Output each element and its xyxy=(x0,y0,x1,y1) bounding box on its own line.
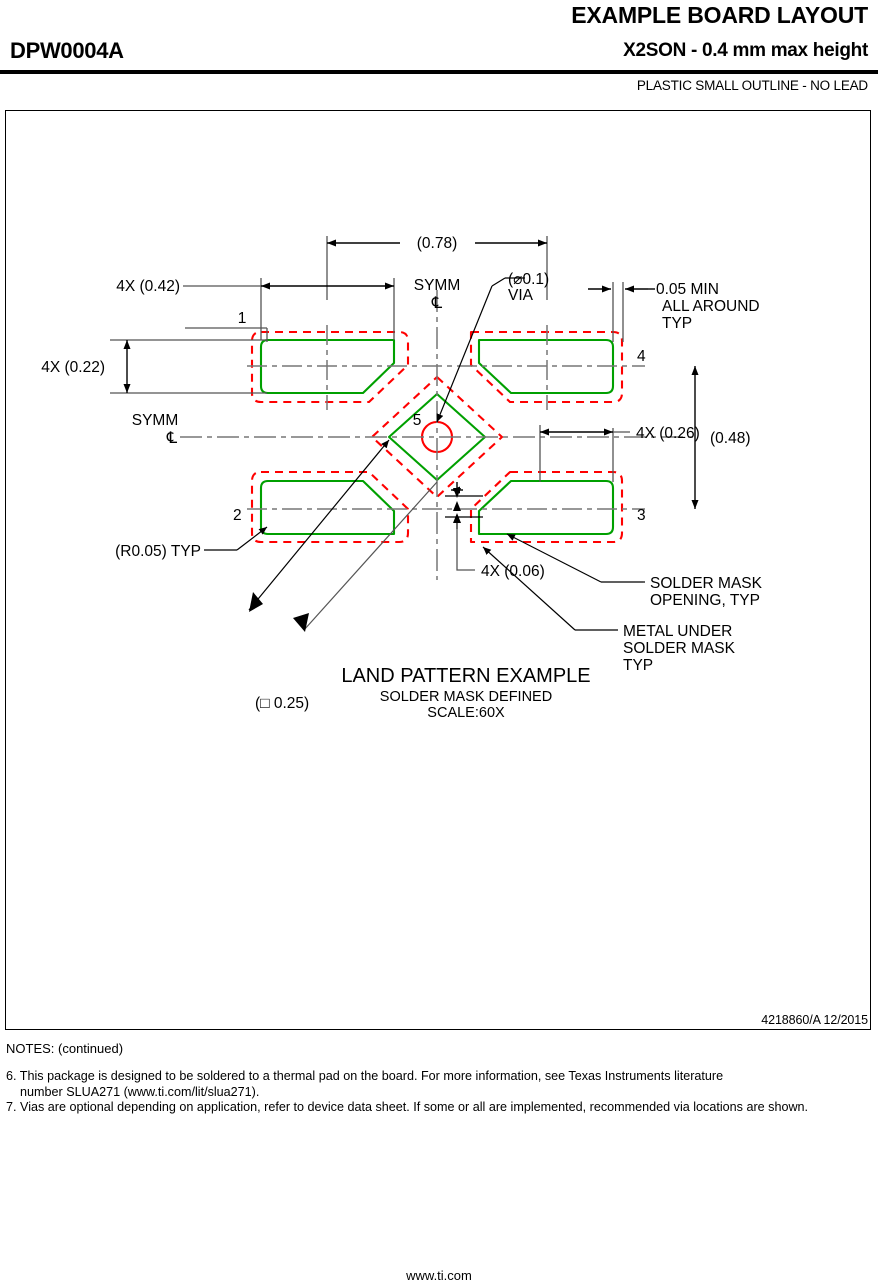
metal-under-line3: TYP xyxy=(623,657,653,674)
document-number: 4218860/A 12/2015 xyxy=(761,1013,868,1027)
pin-5-label: 5 xyxy=(413,412,422,429)
note-text: Vias are optional depending on applicati… xyxy=(20,1100,809,1114)
symm-left-centerline-glyph: ℄ xyxy=(166,430,178,447)
mask-clearance-line2: ALL AROUND xyxy=(662,298,760,315)
dimension-pad-height: 4X (0.22) xyxy=(41,339,267,394)
dim-pad-height-label: 4X (0.22) xyxy=(41,359,105,376)
package-code: DPW0004A xyxy=(10,38,124,63)
pin-1-leader: 1 xyxy=(185,310,268,342)
mask-clearance-line3: TYP xyxy=(662,315,692,332)
pad-3-group xyxy=(469,470,624,544)
solder-mask-outline-1 xyxy=(250,330,410,404)
pad-4-group xyxy=(469,330,624,404)
solder-mask-outline-2 xyxy=(250,470,410,544)
note-item: 7. Vias are optional depending on applic… xyxy=(6,1100,878,1116)
pin-1-label: 1 xyxy=(238,310,247,327)
metal-pad-3 xyxy=(477,479,615,536)
thermal-pad-size-callout: (□ 0.25) xyxy=(248,439,438,712)
metal-under-line2: SOLDER MASK xyxy=(623,640,736,657)
solder-mask-opening-line2: OPENING, TYP xyxy=(650,592,760,609)
note-text-continued: number SLUA271 (www.ti.com/lit/slua271). xyxy=(20,1084,260,1099)
solder-mask-outline-5 xyxy=(370,375,504,499)
metal-pad-2 xyxy=(259,479,396,536)
via-label-line2: VIA xyxy=(508,287,534,304)
metal-pad-1 xyxy=(259,338,396,395)
note-number: 6. xyxy=(6,1069,17,1083)
caption-main: LAND PATTERN EXAMPLE xyxy=(341,665,590,687)
dim-pad-pitch-x-label: 4X (0.26) xyxy=(636,425,700,442)
solder-mask-opening-callout: SOLDER MASK OPENING, TYP xyxy=(506,533,763,609)
package-subtitle: PLASTIC SMALL OUTLINE - NO LEAD xyxy=(636,78,868,93)
metal-under-line1: METAL UNDER xyxy=(623,623,732,640)
via-label-line1: (⌀0.1) xyxy=(508,271,549,288)
solder-mask-opening-line1: SOLDER MASK xyxy=(650,575,763,592)
dimension-pad-width: 4X (0.42) xyxy=(116,278,395,340)
pad-2-group xyxy=(250,470,410,544)
symm-left-label: SYMM xyxy=(132,412,179,429)
dim-pad-width-label: 4X (0.42) xyxy=(116,278,180,295)
dimension-small-gap: 4X (0.06) xyxy=(445,482,545,580)
pin-2-label: 2 xyxy=(233,507,242,524)
metal-under-mask-callout: METAL UNDER SOLDER MASK TYP xyxy=(482,546,736,674)
solder-mask-outline-3 xyxy=(469,470,624,544)
radius-typ-label: (R0.05) TYP xyxy=(115,543,201,560)
mask-clearance-line1: 0.05 MIN xyxy=(656,281,719,298)
radius-callout: (R0.05) TYP xyxy=(115,526,268,560)
pad-1-group xyxy=(250,330,410,404)
thermal-pad-size-label: (□ 0.25) xyxy=(255,695,309,712)
symm-left-label-group: SYMM ℄ xyxy=(132,412,179,447)
centerlines xyxy=(180,290,695,580)
dimension-overall-height: (0.48) xyxy=(691,366,751,509)
notes-heading: NOTES: (continued) xyxy=(6,1041,124,1056)
symm-top-label-group: SYMM ℄ xyxy=(414,277,461,312)
metal-pad-4 xyxy=(477,338,615,395)
symm-top-label: SYMM xyxy=(414,277,461,294)
package-description: X2SON - 0.4 mm max height xyxy=(623,40,868,61)
caption-sub: SOLDER MASK DEFINED xyxy=(380,689,552,705)
page-title: EXAMPLE BOARD LAYOUT xyxy=(571,2,868,28)
note-number: 7. xyxy=(6,1100,17,1114)
dim-overall-width-label: (0.78) xyxy=(417,235,458,252)
dimension-mask-clearance: 0.05 MIN ALL AROUND TYP xyxy=(588,281,760,342)
dimension-pad-pitch-x: 4X (0.26) xyxy=(539,425,700,482)
note-text: This package is designed to be soldered … xyxy=(19,1069,724,1083)
pin-3-label: 3 xyxy=(637,507,646,524)
drawing-frame xyxy=(5,110,871,1030)
header-divider xyxy=(0,70,878,74)
pin-4-label: 4 xyxy=(637,348,646,365)
caption-scale: SCALE:60X xyxy=(427,705,505,721)
symm-top-centerline-glyph: ℄ xyxy=(431,295,443,312)
note-item: 6. This package is designed to be solder… xyxy=(6,1069,872,1100)
dim-overall-height-label: (0.48) xyxy=(710,430,751,447)
land-pattern-drawing: (0.78) 4X (0.42) 4X (0.22) 1 SYMM ℄ SYMM… xyxy=(41,235,763,721)
footer-url: www.ti.com xyxy=(406,1268,472,1283)
drawing-caption: LAND PATTERN EXAMPLE SOLDER MASK DEFINED… xyxy=(341,665,590,721)
solder-mask-outline-4 xyxy=(469,330,624,404)
via-callout: (⌀0.1) VIA xyxy=(436,271,549,423)
dim-small-gap-label: 4X (0.06) xyxy=(481,563,545,580)
